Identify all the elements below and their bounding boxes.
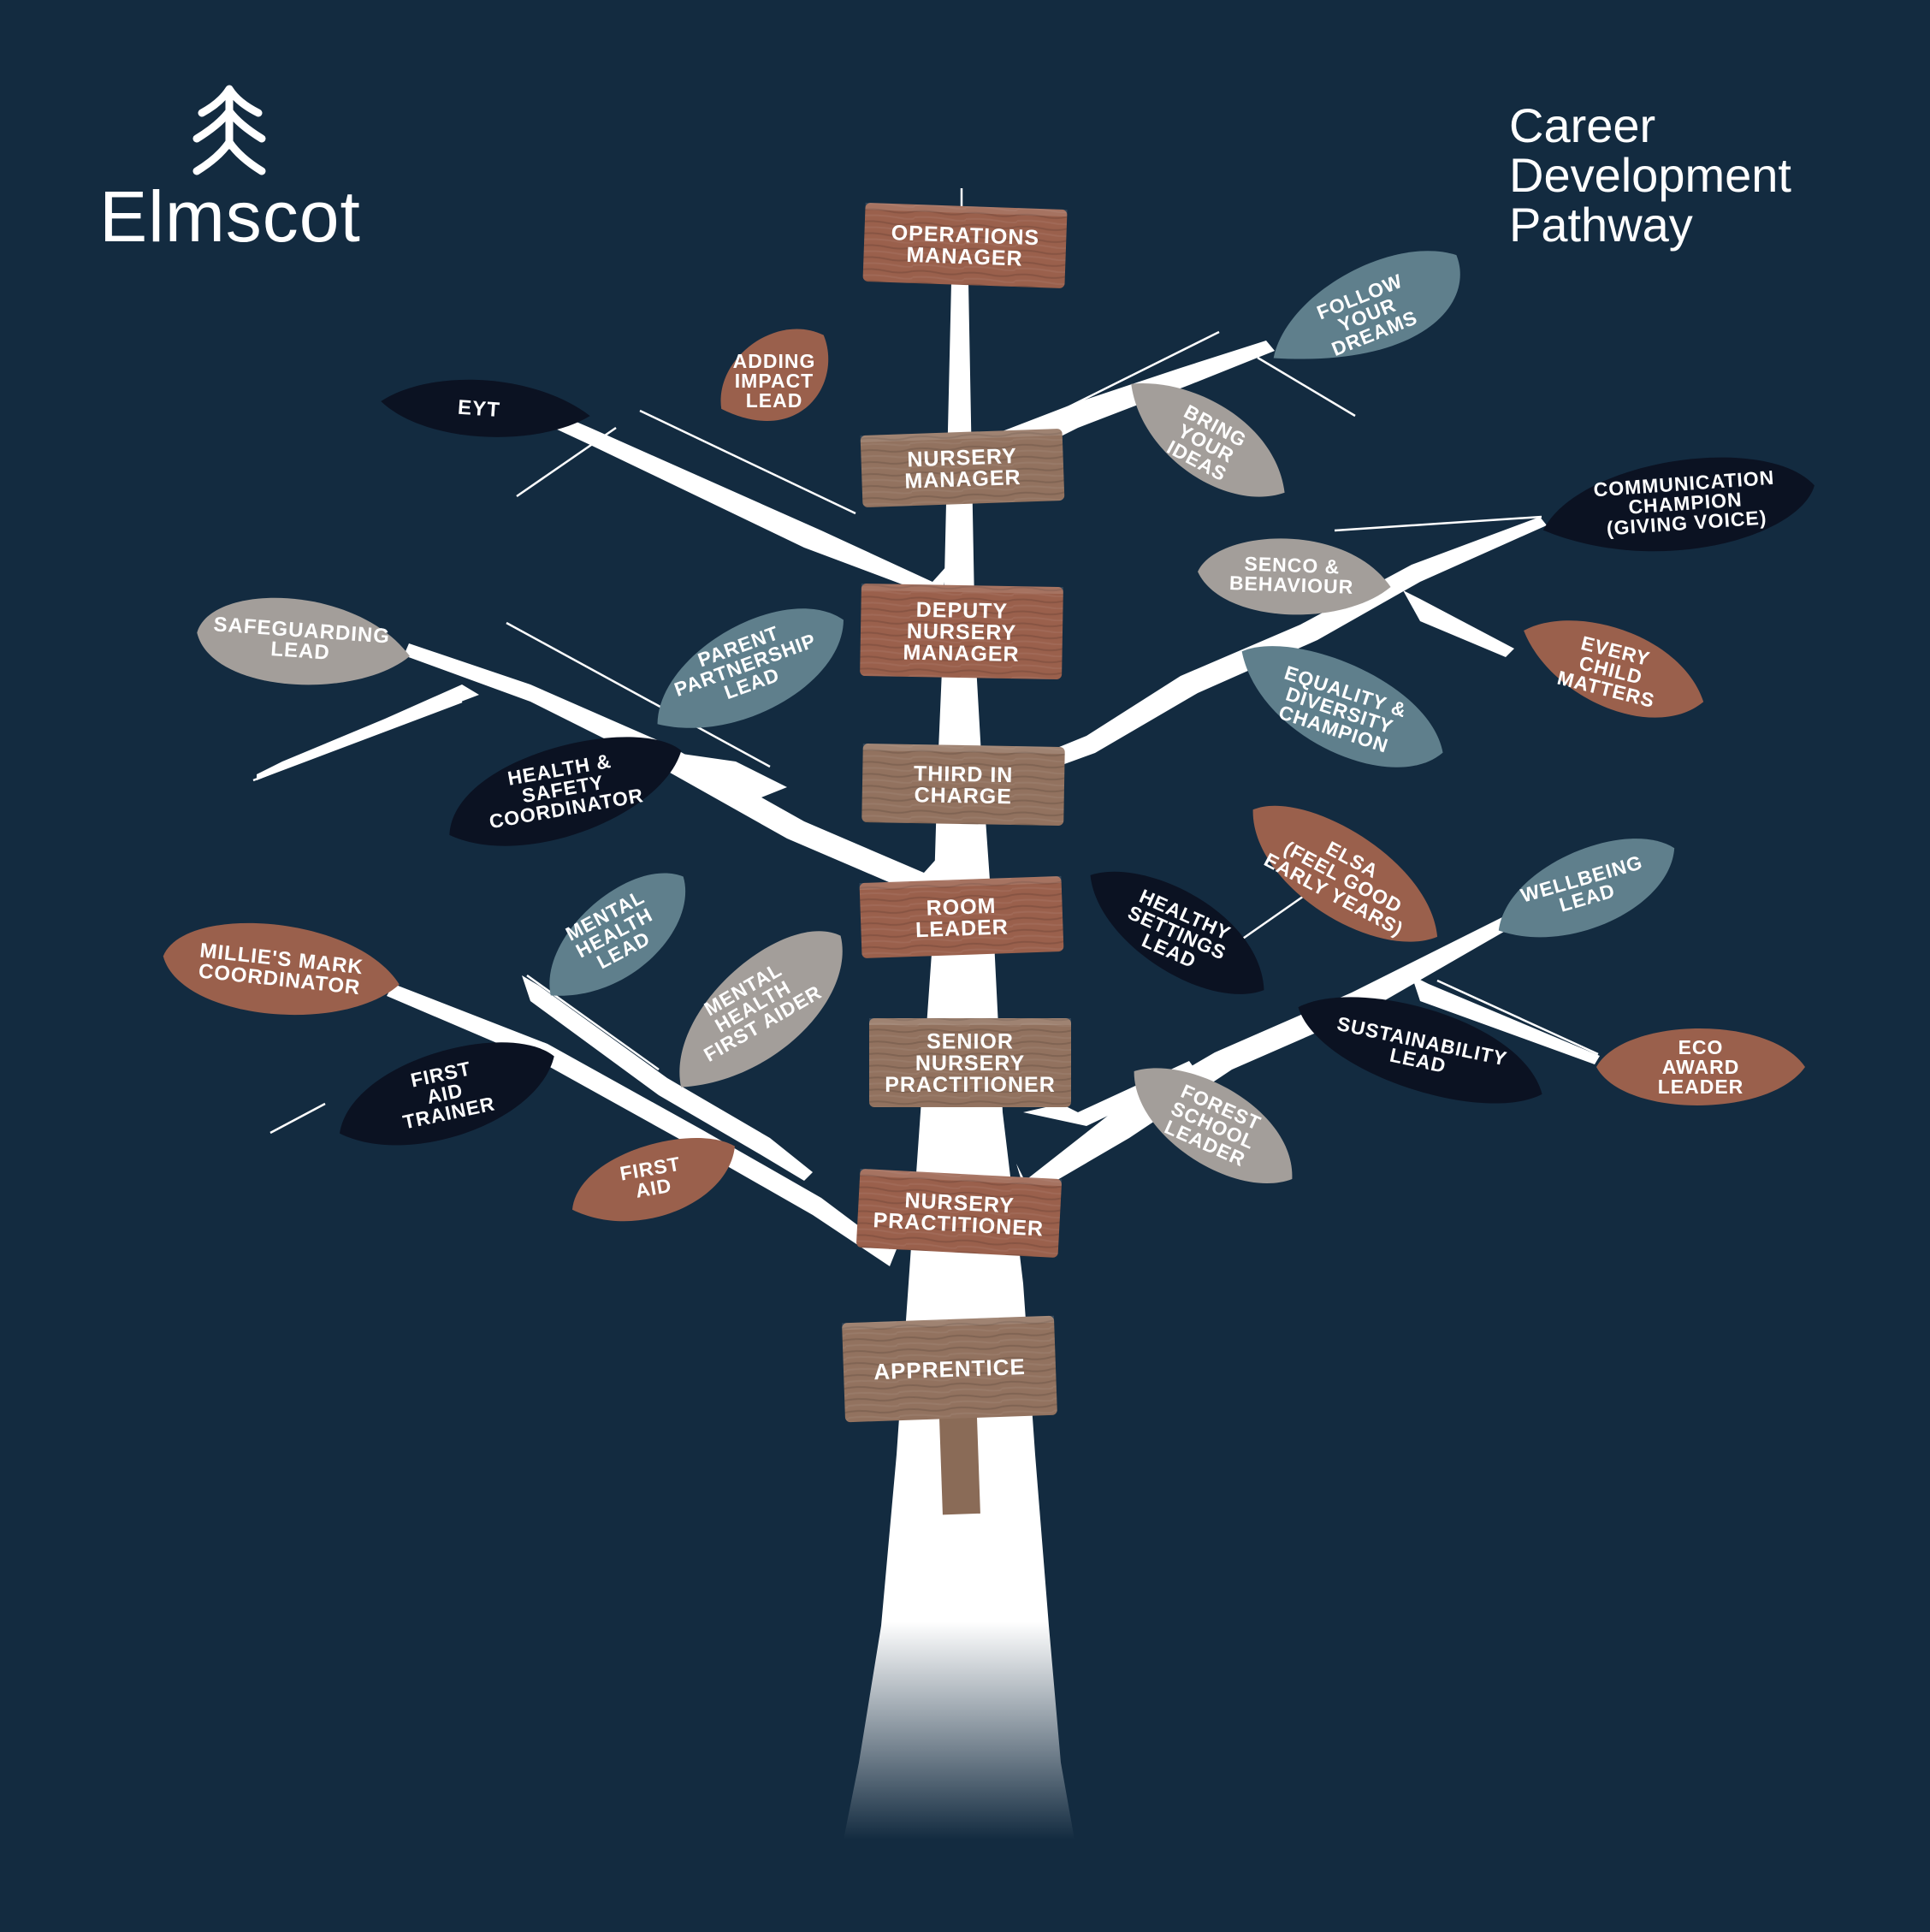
leaf-parent-partnership-lead: PARENTPARTNERSHIPLEAD (657, 608, 844, 728)
leaf-mental-health-lead: MENTALHEALTHLEAD (549, 873, 686, 996)
sign-label: NURSERYMANAGER (903, 444, 1021, 494)
twigs (252, 188, 1599, 1135)
sign-label: OPERATIONSMANAGER (890, 221, 1039, 271)
leaf-wellbeing-lead: WELLBEINGLEAD (1498, 839, 1675, 938)
page-title: Career Development Pathway (1509, 101, 1911, 250)
leaf-first-aid: FIRSTAID (571, 1137, 735, 1222)
label-line: APPRENTICE (873, 1354, 1027, 1384)
leaf-healthy-settings-lead: HEALTHYSETTINGSLEAD (1090, 871, 1264, 994)
leaf-communication-champion: COMMUNICATIONCHAMPION(GIVING VOICE) (1542, 457, 1815, 552)
career-signs: OPERATIONSMANAGER NURSERYMANAGER DEPUTYN… (842, 202, 1071, 1515)
label-line: PRACTITIONER (885, 1073, 1056, 1097)
leaf-senco-behaviour: SENCO &BEHAVIOUR (1198, 538, 1391, 615)
leaf-label: MENTALHEALTHLEAD (562, 886, 666, 981)
leaf-mental-health-first-aider: MENTALHEALTHFIRST AIDER (679, 931, 843, 1087)
label-line: MANAGER (906, 243, 1023, 271)
sign-label: THIRD INCHARGE (913, 762, 1013, 809)
page-title-line-1: Career (1509, 98, 1656, 152)
pine-tree-logo-icon (192, 85, 266, 175)
label-line: LEADER (1658, 1076, 1744, 1098)
leaf-millies-mark-coordinator: MILLIE'S MARKCOORDINATOR (163, 922, 400, 1016)
sign-deputy-nursery-manager: DEPUTYNURSERYMANAGER (860, 583, 1063, 679)
leaf-eyt: EYT (381, 379, 590, 437)
label-line: ROOM (926, 894, 997, 921)
sign-label: DEPUTYNURSERYMANAGER (903, 598, 1021, 667)
leaf-follow-your-dreams: FOLLOWYOURDREAMS (1273, 251, 1460, 360)
leaf-elsa: ELSA(FEEL GOODEARLY YEARS) (1252, 805, 1438, 942)
leaf-equality-diversity-champion: EQUALITY &DIVERSITYCHAMPION (1241, 646, 1443, 767)
label-line: BEHAVIOUR (1229, 572, 1354, 598)
label-line: SENCO & (1244, 553, 1341, 578)
leaf-label: EYT (457, 396, 500, 422)
leaf-every-child-matters: EVERYCHILDMATTERS (1524, 620, 1704, 718)
label-line: LEAD (746, 389, 803, 412)
label-line: NURSERY (904, 1188, 1015, 1218)
label-line: MANAGER (904, 465, 1021, 494)
label-line: CHARGE (914, 783, 1012, 809)
sign-apprentice: APPRENTICE (842, 1315, 1057, 1515)
page-title-line-3: Pathway (1509, 198, 1693, 252)
label-line: DEPUTY (915, 598, 1008, 624)
leaf-safeguarding-lead: SAFEGUARDINGLEAD (197, 597, 410, 685)
label-line: ECO (1678, 1036, 1724, 1058)
label-line: THIRD IN (914, 762, 1014, 787)
label-line: NURSERY (907, 619, 1017, 645)
leaf-label: SENCO &BEHAVIOUR (1229, 552, 1355, 598)
sign-label: APPRENTICE (873, 1354, 1027, 1384)
label-line: OPERATIONS (891, 221, 1039, 250)
sign-third-in-charge: THIRD INCHARGE (861, 743, 1065, 826)
label-line: SENIOR (927, 1030, 1014, 1054)
label-line: NURSERY (907, 444, 1017, 471)
leaf-label: EVERYCHILDMATTERS (1555, 628, 1667, 712)
label-line: NURSERY (915, 1052, 1025, 1076)
sign-nursery-practitioner: NURSERYPRACTITIONER (856, 1168, 1063, 1258)
leaf-first-aid-trainer: FIRSTAIDTRAINER (339, 1042, 554, 1146)
page-title-line-2: Development (1509, 148, 1791, 202)
leaf-health-safety-coordinator: HEALTH &SAFETYCOORDINATOR (449, 737, 682, 846)
label-line: EYT (457, 396, 500, 422)
label-line: IMPACT (735, 370, 814, 392)
brand-name: Elmscot (99, 176, 361, 257)
sign-label: ROOMLEADER (915, 893, 1009, 942)
sign-operations-manager: OPERATIONSMANAGER (862, 202, 1068, 288)
label-line: MANAGER (903, 641, 1020, 667)
label-line: ADDING (733, 350, 816, 372)
sign-room-leader: ROOMLEADER (859, 875, 1064, 958)
leaf-bring-your-ideas: BRINGYOURIDEAS (1131, 383, 1285, 497)
sign-nursery-manager: NURSERYMANAGER (860, 428, 1065, 507)
label-line: AWARD (1662, 1056, 1740, 1078)
label-line: LEAD (270, 637, 331, 665)
label-line: LEADER (915, 915, 1009, 942)
leaf-sustainability-lead: SUSTAINABILITYLEAD (1298, 997, 1542, 1104)
